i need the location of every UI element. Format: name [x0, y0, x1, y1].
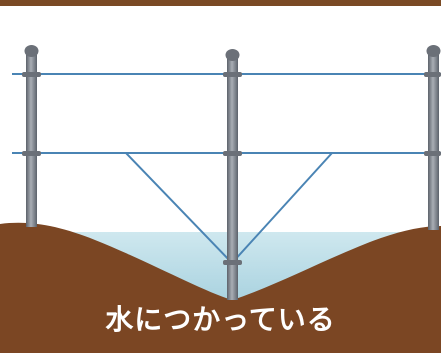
- top-band: [0, 0, 441, 6]
- left-post: [22, 45, 41, 227]
- soil: [0, 222, 441, 353]
- left-brace: [125, 152, 233, 264]
- right-brace: [231, 152, 333, 264]
- center-post: [223, 49, 242, 300]
- right-post: [424, 45, 441, 230]
- caption: 水につかっている: [105, 303, 336, 336]
